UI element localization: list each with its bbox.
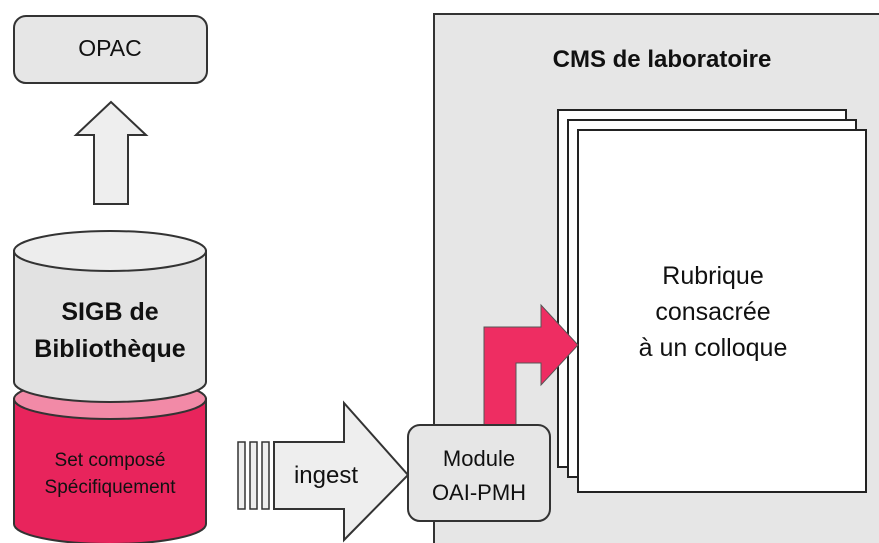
set-section <box>13 398 207 543</box>
up-arrow <box>73 100 149 205</box>
rubrique-line3: à un colloque <box>639 334 788 362</box>
ingest-stripe-3 <box>261 441 270 510</box>
sigb-section <box>13 250 207 403</box>
rubrique-line2: consacrée <box>655 298 770 326</box>
ingest-label: ingest <box>294 462 358 489</box>
ingest-arrow <box>273 400 410 543</box>
set-line1: Set composé <box>55 450 166 471</box>
pink-bent-arrow <box>483 303 579 435</box>
sigb-line1: SIGB de <box>61 298 158 326</box>
page-stack-front <box>577 129 867 493</box>
set-line2: Spécifiquement <box>45 477 177 498</box>
cms-title: CMS de laboratoire <box>553 46 772 73</box>
module-box <box>407 424 551 522</box>
module-line2: OAI-PMH <box>432 480 526 505</box>
rubrique-line1: Rubrique <box>662 262 763 290</box>
opac-box <box>13 15 208 84</box>
sigb-top <box>13 230 207 272</box>
ingest-stripe-1 <box>237 441 246 510</box>
opac-label: OPAC <box>78 35 141 61</box>
sigb-line2: Bibliothèque <box>34 335 185 363</box>
ingest-stripe-2 <box>249 441 258 510</box>
module-line1: Module <box>443 446 515 471</box>
